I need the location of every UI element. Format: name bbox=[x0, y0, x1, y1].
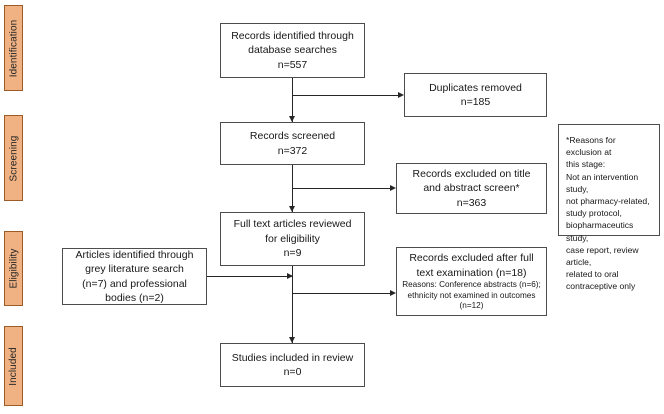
stage-label-identification: Identification bbox=[4, 5, 23, 91]
box-records-excluded-full-text-line3: Reasons: Conference abstracts (n=6); bbox=[402, 280, 541, 289]
box-records-excluded-full-text: Records excluded after full text examina… bbox=[396, 247, 547, 316]
connector-grey-literature-to-spine bbox=[207, 276, 292, 277]
box-records-excluded-full-text-line2: text examination (n=18) bbox=[416, 266, 527, 279]
stage-label-eligibility: Eligibility bbox=[4, 231, 23, 306]
note-line7: case report, review article, bbox=[566, 244, 639, 268]
note-line9: contraceptive only bbox=[566, 281, 636, 292]
box-studies-included-line1: Studies included in review bbox=[231, 351, 354, 364]
box-records-identified-line3: n=557 bbox=[277, 58, 308, 71]
stage-label-screening: Screening bbox=[4, 115, 23, 201]
arrowhead-to-excluded-title-abstract bbox=[390, 185, 396, 191]
box-grey-literature-line2: grey literature search bbox=[85, 263, 184, 276]
arrowhead-screened-to-fulltext bbox=[289, 206, 295, 212]
box-records-excluded-title-abstract-line2: and abstract screen* bbox=[423, 182, 520, 195]
box-grey-literature: Articles identified through grey literat… bbox=[62, 248, 207, 305]
box-duplicates-removed-line2: n=185 bbox=[460, 96, 491, 108]
box-records-excluded-full-text-line1: Records excluded after full bbox=[409, 252, 534, 265]
box-grey-literature-line3: (n=7) and professional bbox=[82, 277, 187, 290]
stage-label-screening-text: Screening bbox=[8, 135, 19, 181]
arrowhead-to-duplicates-removed bbox=[398, 92, 404, 98]
box-records-identified: Records identified through database sear… bbox=[220, 23, 365, 78]
stage-label-included-text: Included bbox=[8, 346, 20, 386]
box-full-text-reviewed-line2: for eligibility bbox=[265, 232, 320, 245]
note-line6: biopharmaceutics study, bbox=[566, 220, 634, 243]
box-duplicates-removed: Duplicates removed n=185 bbox=[404, 73, 547, 117]
box-records-excluded-full-text-line5: (n=12) bbox=[459, 301, 484, 311]
box-grey-literature-line4: bodies (n=2) bbox=[105, 291, 164, 304]
box-grey-literature-line1: Articles identified through bbox=[75, 248, 194, 261]
box-records-screened-line2: n=372 bbox=[277, 144, 308, 157]
connector-identified-to-screened bbox=[292, 78, 293, 122]
box-records-screened: Records screened n=372 bbox=[220, 122, 365, 165]
note-line5: study protocol, bbox=[566, 208, 622, 219]
box-records-excluded-title-abstract-line3: n=363 bbox=[456, 196, 487, 209]
arrowhead-grey-literature-to-spine bbox=[287, 273, 293, 279]
box-records-excluded-title-abstract: Records excluded on title and abstract s… bbox=[396, 163, 547, 214]
note-line8: related to oral bbox=[566, 269, 619, 280]
box-full-text-reviewed-line1: Full text articles reviewed bbox=[233, 218, 352, 231]
note-line3: Not an intervention study, bbox=[566, 171, 639, 194]
stage-label-identification-text: Identification bbox=[8, 19, 19, 77]
box-duplicates-removed-line1: Duplicates removed bbox=[429, 81, 522, 94]
arrowhead-identified-to-screened bbox=[289, 116, 295, 122]
box-full-text-reviewed-line3: n=9 bbox=[283, 247, 302, 260]
arrowhead-fulltext-to-included bbox=[289, 337, 295, 343]
box-studies-included-line2: n=0 bbox=[283, 366, 302, 378]
connector-to-duplicates-removed bbox=[292, 95, 402, 96]
box-studies-included: Studies included in review n=0 bbox=[220, 343, 365, 387]
connector-to-excluded-fulltext bbox=[292, 293, 394, 294]
note-line1: *Reasons for exclusion at bbox=[566, 135, 616, 158]
box-records-identified-line2: database searches bbox=[248, 44, 337, 57]
box-records-identified-line1: Records identified through bbox=[231, 29, 354, 42]
connector-fulltext-to-included bbox=[292, 266, 293, 343]
box-exclusion-reasons-note: *Reasons for exclusion at this stage: No… bbox=[558, 124, 660, 291]
note-line4: not pharmacy-related, bbox=[566, 196, 650, 207]
stage-label-eligibility-text: Eligibility bbox=[8, 248, 20, 289]
box-full-text-reviewed: Full text articles reviewed for eligibil… bbox=[220, 212, 365, 266]
connector-to-excluded-title-abstract bbox=[292, 188, 394, 189]
box-records-screened-line1: Records screened bbox=[249, 130, 336, 143]
box-records-excluded-title-abstract-line1: Records excluded on title bbox=[412, 167, 531, 180]
arrowhead-to-excluded-fulltext bbox=[390, 290, 396, 296]
note-line2: this stage: bbox=[566, 159, 606, 170]
box-records-excluded-full-text-line4: ethnicity not examined in outcomes bbox=[407, 290, 536, 300]
stage-label-included: Included bbox=[4, 326, 23, 406]
